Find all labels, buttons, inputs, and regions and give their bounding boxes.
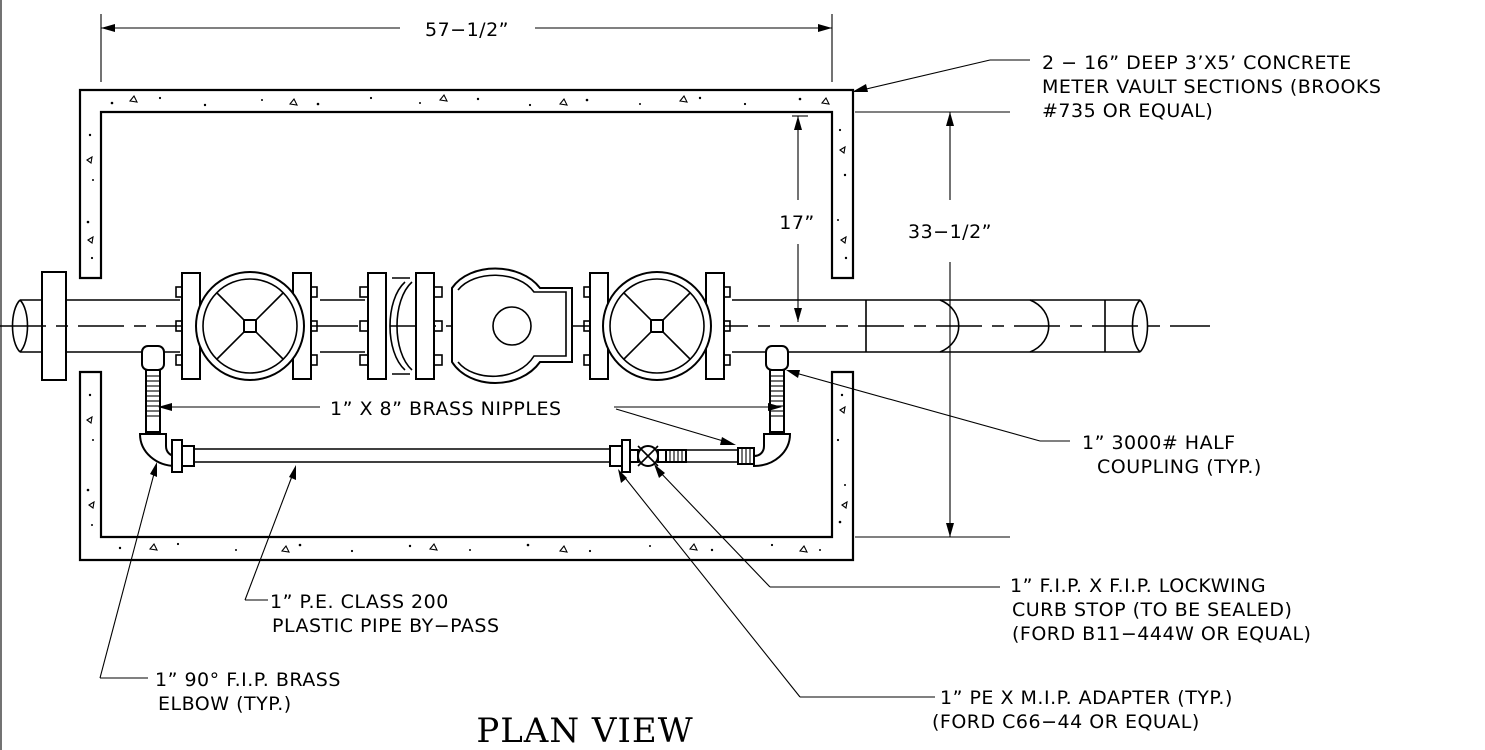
drawing-title: PLAN VIEW [476, 711, 693, 750]
curb-stop-label-line-3: (FORD B11−444W OR EQUAL) [1012, 623, 1311, 645]
leader-lines [99, 59, 1070, 698]
callout-curb-stop: 1” F.I.P. X F.I.P. LOCKWING CURB STOP (T… [1010, 575, 1311, 645]
elbow-label-line-1: 1” 90° F.I.P. BRASS [155, 669, 341, 691]
adapter-left [171, 439, 183, 473]
dimension-vault-inside: 33−1/2” [855, 112, 1010, 538]
vault-label-line-1: 2 − 16” DEEP 3’X5’ CONCRETE [1042, 52, 1352, 74]
concrete-vault [78, 88, 855, 562]
gate-valve-right [583, 271, 731, 381]
nipples-label: 1” X 8” BRASS NIPPLES [330, 398, 562, 420]
leader-arrowheads [150, 84, 868, 483]
vault-label-line-3: #735 OR EQUAL) [1042, 100, 1213, 122]
callout-elbow: 1” 90° F.I.P. BRASS ELBOW (TYP.) [155, 669, 341, 715]
elbow-left [138, 433, 177, 468]
elbow-right [753, 433, 792, 468]
callout-adapter: 1” PE X M.I.P. ADAPTER (TYP.) (FORD C66−… [932, 687, 1233, 733]
callout-coupling: 1” 3000# HALF COUPLING (TYP.) [1082, 432, 1262, 478]
callout-pe-pipe: 1” P.E. CLASS 200 PLASTIC PIPE BY−PASS [270, 591, 500, 637]
curb-stop-label-line-2: CURB STOP (TO BE SEALED) [1012, 599, 1292, 621]
nipples-label-bg [322, 395, 612, 419]
concrete-stipple [86, 96, 848, 553]
half-coupling-left [141, 345, 165, 371]
pe-pipe-label-line-1: 1” P.E. CLASS 200 [270, 591, 449, 613]
dimension-overall-width: 57−1/2” [100, 14, 833, 82]
meter-assembly [359, 267, 573, 384]
vault-label-line-2: METER VAULT SECTIONS (BROOKS [1042, 76, 1381, 98]
concrete-aggregate [86, 93, 848, 553]
adapter-label-line-2: (FORD C66−44 OR EQUAL) [932, 711, 1200, 733]
coupling-label-line-2: COUPLING (TYP.) [1097, 456, 1262, 478]
curb-stop-label-line-1: 1” F.I.P. X F.I.P. LOCKWING [1010, 575, 1266, 597]
dimension-pipe-depth: 17” [779, 111, 1010, 322]
callout-vault: 2 − 16” DEEP 3’X5’ CONCRETE METER VAULT … [1042, 52, 1381, 122]
dim-overall-width-text: 57−1/2” [425, 19, 509, 41]
half-coupling-right [765, 345, 789, 371]
dim-pipe-depth-text: 17” [779, 212, 815, 234]
coupling-label-line-1: 1” 3000# HALF [1082, 432, 1236, 454]
gate-valve-left [175, 271, 318, 381]
pe-pipe-label-line-2: PLASTIC PIPE BY−PASS [272, 615, 500, 637]
adapter-label-line-1: 1” PE X M.I.P. ADAPTER (TYP.) [940, 687, 1233, 709]
bypass-piping [138, 345, 792, 473]
adapter-right [609, 445, 623, 467]
elbow-label-line-2: ELBOW (TYP.) [158, 693, 292, 715]
curb-stop [629, 445, 687, 467]
dim-vault-inside-text: 33−1/2” [908, 221, 992, 243]
